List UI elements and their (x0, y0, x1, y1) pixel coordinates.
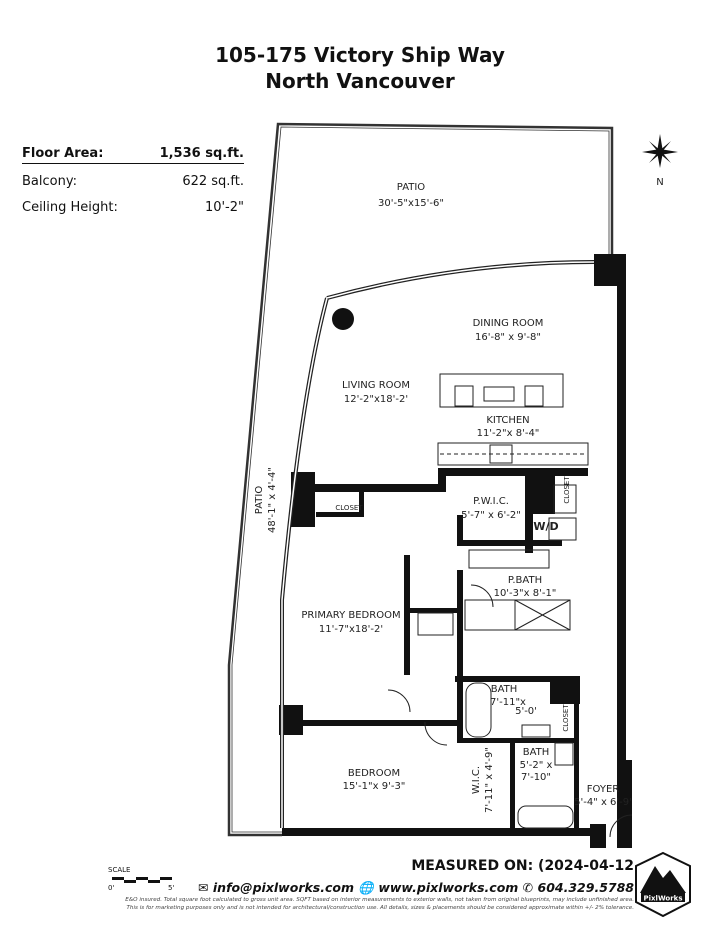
room-pbath: P.BATH (508, 575, 542, 586)
globe-icon: 🌐 (358, 880, 374, 895)
room-bath-dims: 5'-0' (515, 706, 537, 717)
phone-icon: ✆ (522, 880, 534, 895)
room-foyer-dims: 5'-4" x 6'-9' (574, 797, 632, 808)
pixlworks-logo: PixlWorks (635, 851, 691, 918)
room-bedroom: BEDROOM (348, 768, 400, 779)
room-primary-bedroom: PRIMARY BEDROOM (301, 610, 400, 621)
email-link[interactable]: info@pixlworks.com (212, 880, 355, 895)
room-pwic: P.W.I.C. (473, 496, 509, 507)
room-patio-side: PATIO (254, 486, 265, 515)
room-wic-dims: 7'-11" x 4'-9" (484, 747, 495, 813)
stat-value: 622 sq.ft. (182, 173, 244, 189)
washer-dryer: W/D (533, 520, 558, 533)
room-kitchen: KITCHEN (486, 415, 529, 426)
patio-outline (227, 122, 614, 837)
address-line-2: North Vancouver (265, 69, 455, 93)
room-bath-2: BATH (523, 747, 550, 758)
room-closet: CLOSET (335, 504, 363, 512)
stat-value: 1,536 sq.ft. (159, 145, 244, 161)
stat-value: 10'-2" (204, 199, 244, 215)
room-pbath-dims: 10'-3"x 8'-1" (494, 588, 557, 599)
room-primary-bedroom-dims: 11'-7"x18'-2' (319, 624, 383, 635)
address-line-1: 105-175 Victory Ship Way (215, 43, 505, 67)
scale-max: 5' (168, 884, 175, 892)
stat-floor-area: Floor Area: 1,536 sq.ft. (22, 143, 244, 164)
kitchen-fixtures (387, 373, 633, 838)
website-link[interactable]: www.pixlworks.com (378, 880, 519, 895)
room-dining: DINING ROOM (473, 318, 544, 329)
room-patio-side-dims: 48'-1" x 4'-4" (267, 467, 278, 533)
stat-label: Floor Area: (22, 145, 104, 161)
stat-label: Ceiling Height: (22, 199, 118, 215)
stat-ceiling: Ceiling Height: 10'-2" (22, 194, 244, 220)
disclaimer-2: This is for marketing purposes only and … (126, 905, 635, 911)
walls (279, 254, 632, 848)
phone-number: 604.329.5788 (537, 880, 634, 895)
compass-label: N (656, 177, 663, 188)
email-icon: ✉ (198, 880, 209, 895)
room-wic: W.I.C. (471, 766, 482, 794)
stat-balcony: Balcony: 622 sq.ft. (22, 168, 244, 194)
area-stats: Floor Area: 1,536 sq.ft. Balcony: 622 sq.f… (22, 143, 244, 220)
room-dining-dims: 16'-8" x 9'-8" (475, 332, 541, 343)
room-kitchen-dims: 11'-2"x 8'-4" (477, 428, 540, 439)
scale-label: SCALE (108, 866, 131, 874)
scale-bar (112, 877, 172, 883)
compass-north-icon (642, 134, 678, 168)
room-closet: CLOSET (562, 704, 570, 732)
room-bath-2-dims: 5'-2" x (520, 760, 553, 771)
room-patio-top: PATIO (397, 182, 426, 193)
room-pwic-dims: 5'-7" x 6'-2" (461, 510, 521, 521)
contact-line: ✉ info@pixlworks.com 🌐 www.pixlworks.com… (198, 880, 634, 896)
scale-min: 0' (108, 884, 115, 892)
measured-on: MEASURED ON: (2024-04-12 (411, 858, 634, 874)
room-bath-2-dims: 7'-10" (521, 772, 551, 783)
disclaimer-1: E&O insured. Total square foot calculate… (125, 897, 634, 903)
room-bath-dims: 7'-11"x (490, 697, 526, 708)
logo-text: PixlWorks (644, 895, 683, 903)
stat-label: Balcony: (22, 173, 77, 189)
room-living: LIVING ROOM (342, 380, 410, 391)
room-closet: CLOSET (563, 476, 571, 504)
room-living-dims: 12'-2"x18'-2' (344, 394, 408, 405)
room-bath: BATH (491, 684, 518, 695)
room-bedroom-dims: 15'-1"x 9'-3" (343, 781, 406, 792)
room-foyer: FOYER (587, 784, 620, 795)
room-patio-top-dims: 30'-5"x15'-6" (378, 198, 444, 209)
